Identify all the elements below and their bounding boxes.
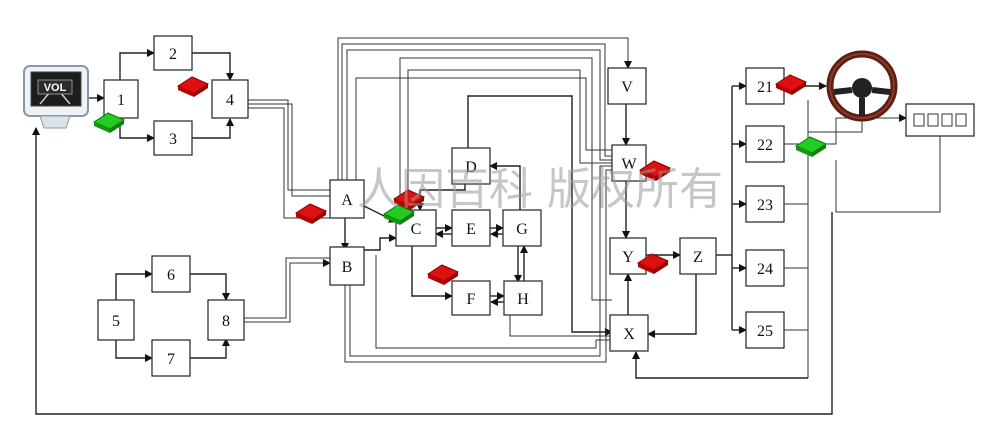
svg-text:C: C	[411, 221, 422, 238]
node-2: 2	[153, 35, 193, 71]
red-diamond-icon	[392, 189, 426, 210]
node-6: 6	[151, 255, 191, 293]
green-diamond-icon	[92, 112, 126, 133]
connectors	[32, 37, 941, 415]
svg-text:22: 22	[757, 137, 773, 154]
nodes: 1 2 3 4 5 6 7 8 A B C D E F G H V W Y Z …	[97, 35, 785, 377]
svg-text:Z: Z	[693, 249, 703, 266]
node-H: H	[503, 280, 543, 316]
steering-wheel-icon	[826, 50, 898, 122]
red-diamond-icon	[426, 264, 460, 285]
node-7: 7	[151, 339, 191, 377]
node-5: 5	[97, 299, 135, 341]
svg-text:V: V	[621, 79, 633, 96]
svg-text:G: G	[516, 221, 528, 238]
svg-text:3: 3	[169, 131, 177, 148]
svg-text:1: 1	[117, 92, 125, 109]
node-A: A	[329, 179, 365, 219]
monitor-label: VOL	[44, 82, 67, 94]
red-diamond-icon	[638, 160, 672, 181]
node-1: 1	[103, 79, 139, 119]
node-F: F	[451, 280, 491, 316]
node-25: 25	[745, 311, 785, 349]
svg-text:5: 5	[112, 313, 120, 330]
green-diamond-icon	[794, 136, 828, 157]
svg-text:6: 6	[167, 267, 175, 284]
svg-text:8: 8	[222, 313, 230, 330]
node-8: 8	[207, 299, 245, 341]
node-W: W	[611, 144, 647, 182]
red-diamond-icon	[294, 203, 328, 224]
svg-text:F: F	[467, 291, 476, 308]
node-24: 24	[745, 249, 785, 287]
watermark-text: 人因百科 版权所有	[357, 164, 723, 215]
node-G: G	[502, 209, 542, 247]
svg-text:A: A	[341, 192, 353, 209]
display-panel-icon	[905, 103, 975, 137]
node-E: E	[451, 209, 491, 247]
red-diamond-icon	[636, 253, 670, 274]
node-22: 22	[745, 125, 785, 163]
svg-text:B: B	[342, 259, 353, 276]
svg-text:4: 4	[226, 92, 234, 109]
red-diamond-icon	[176, 76, 210, 97]
node-D: D	[451, 147, 491, 185]
node-V: V	[607, 67, 647, 105]
node-23: 23	[745, 185, 785, 223]
red-diamond-icon	[774, 74, 808, 95]
svg-text:25: 25	[757, 323, 773, 340]
svg-text:W: W	[621, 156, 637, 173]
node-B: B	[329, 246, 365, 286]
monitor-icon: VOL	[23, 65, 89, 129]
node-X: X	[609, 314, 649, 352]
svg-text:E: E	[466, 221, 476, 238]
node-3: 3	[153, 120, 193, 156]
svg-text:Y: Y	[622, 249, 634, 266]
svg-text:23: 23	[757, 197, 773, 214]
node-Z: Z	[679, 237, 717, 275]
markers	[92, 74, 828, 285]
svg-text:21: 21	[757, 79, 773, 96]
node-4: 4	[211, 79, 249, 119]
green-diamond-icon	[382, 204, 416, 225]
svg-text:2: 2	[169, 46, 177, 63]
svg-text:24: 24	[757, 261, 773, 278]
svg-text:H: H	[517, 291, 529, 308]
svg-text:7: 7	[167, 351, 175, 368]
node-Y: Y	[609, 237, 647, 275]
svg-text:D: D	[465, 159, 477, 176]
svg-text:X: X	[623, 326, 635, 343]
